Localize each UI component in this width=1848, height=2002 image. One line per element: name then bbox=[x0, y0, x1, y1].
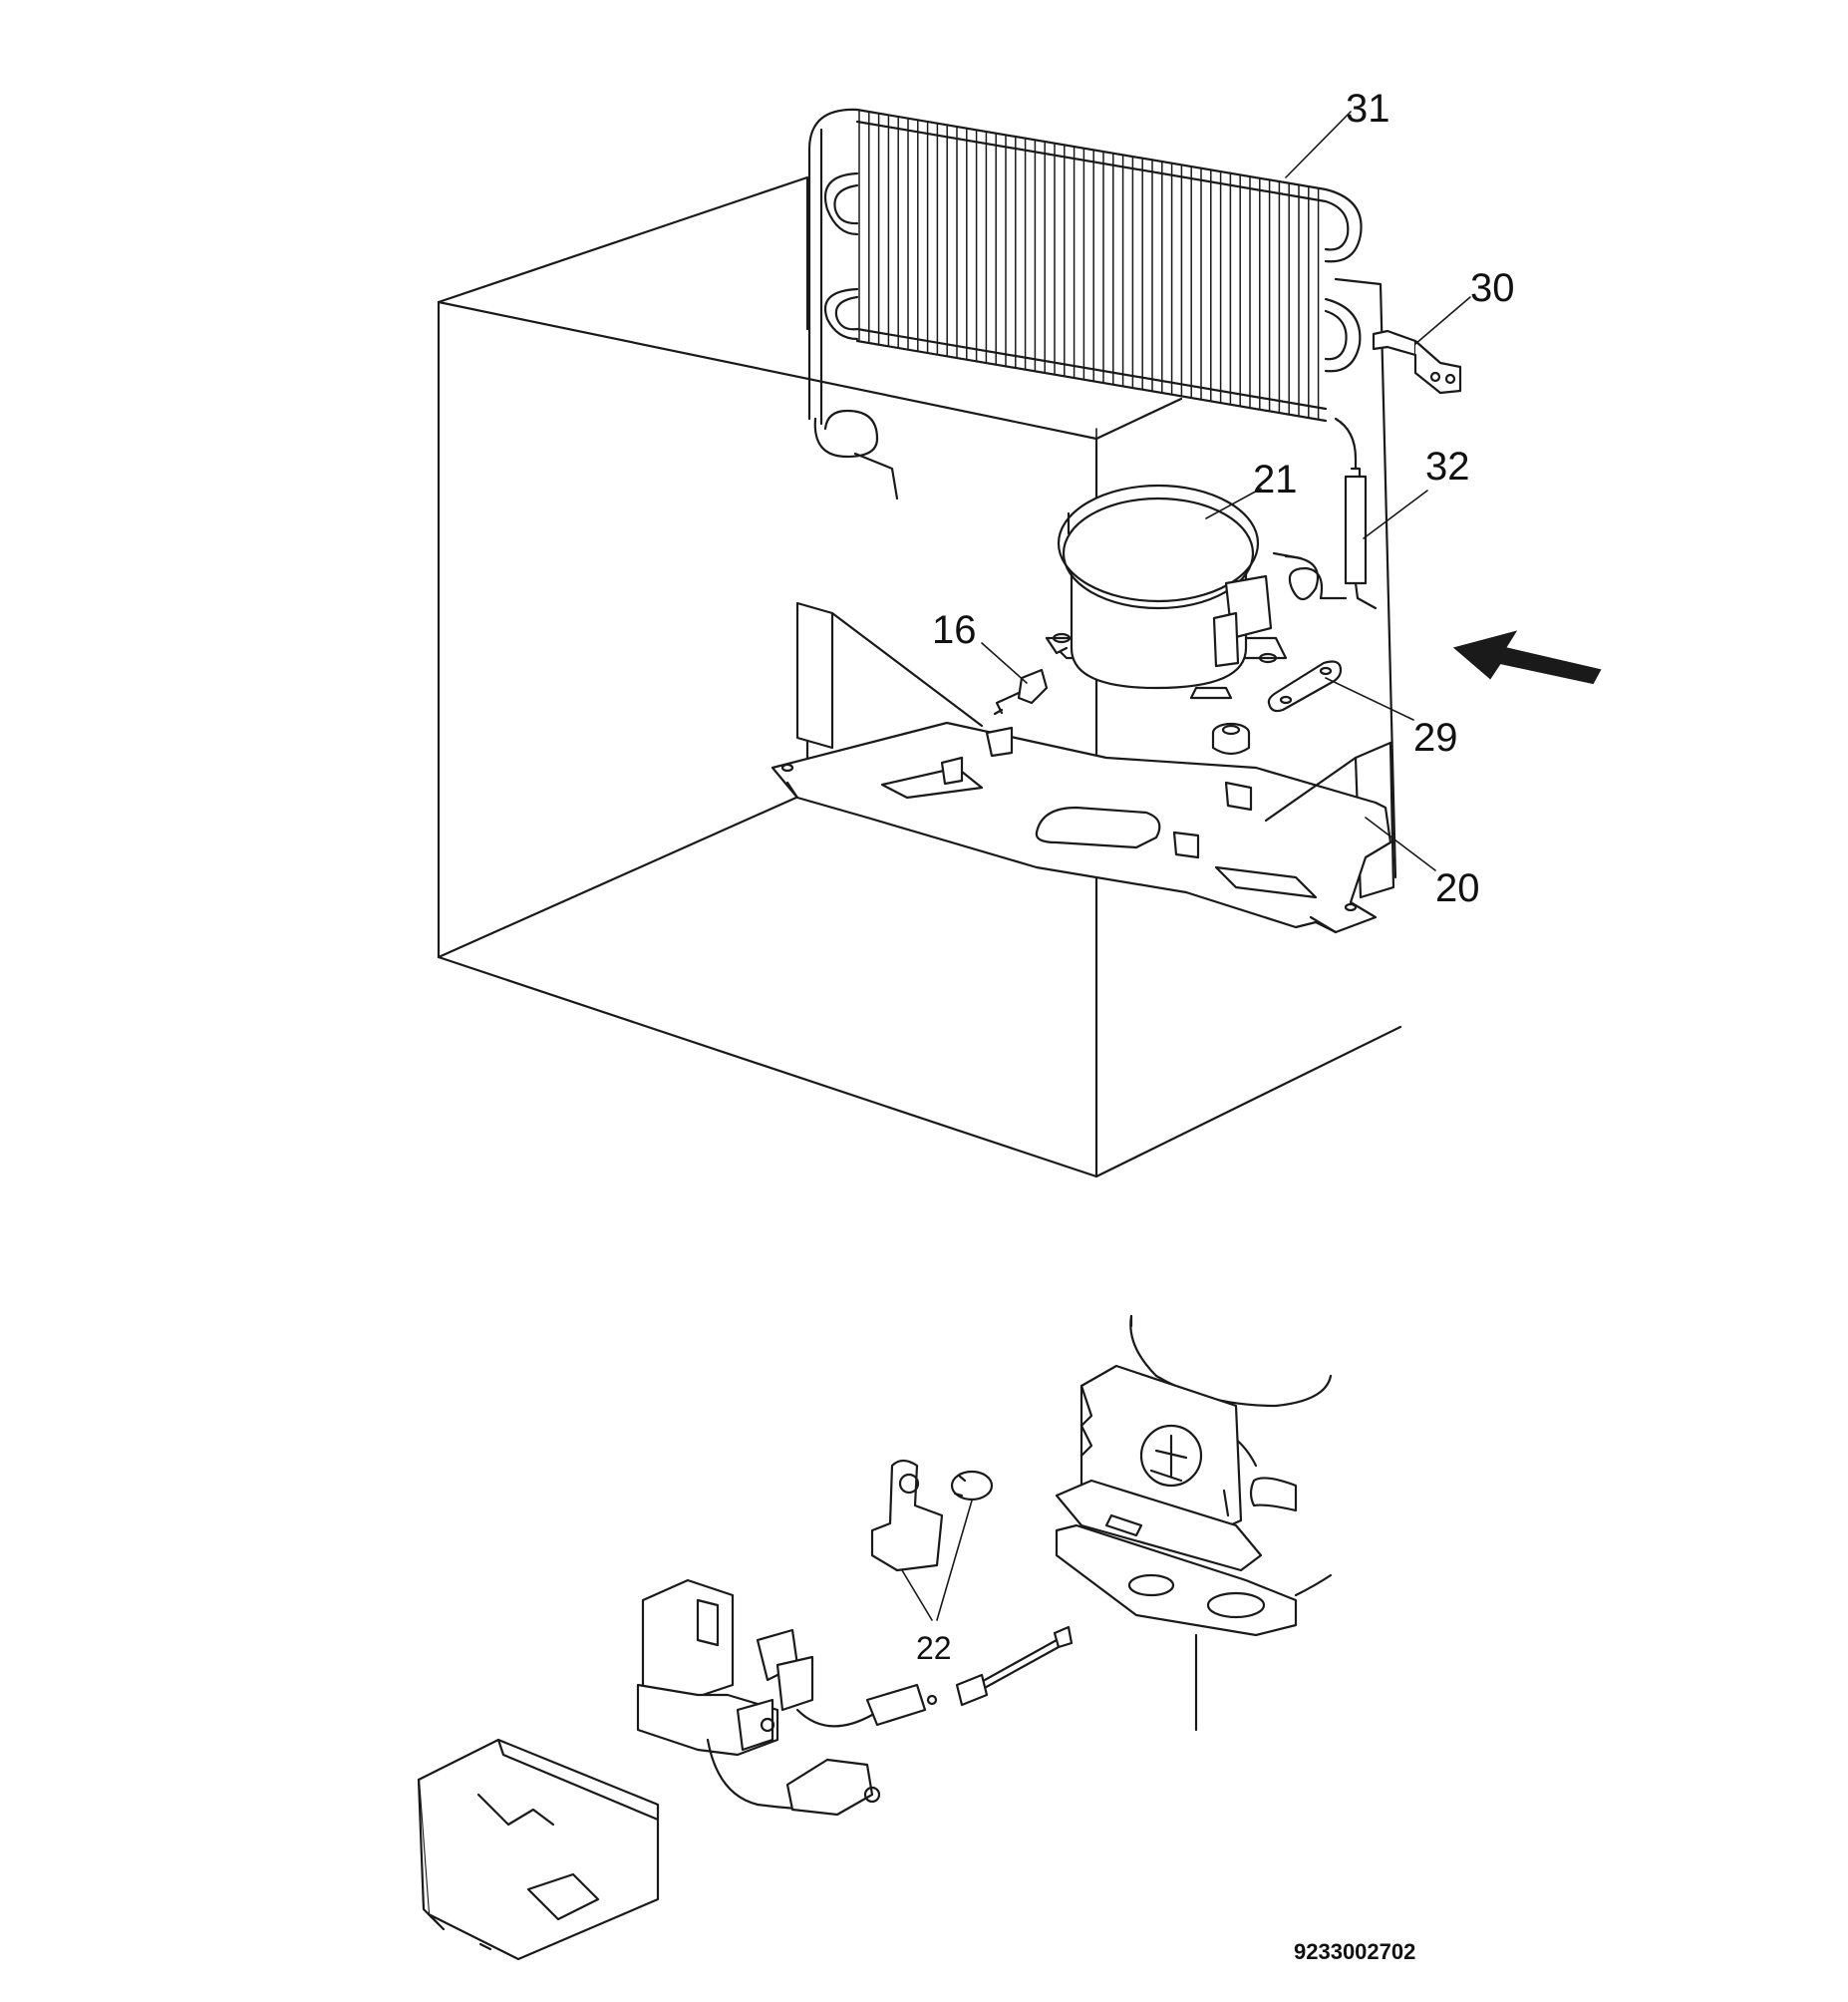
condenser-coil bbox=[807, 108, 1363, 500]
bracket-part bbox=[1372, 329, 1462, 395]
leader-lines-bottom bbox=[901, 1500, 973, 1621]
leader-lines-top bbox=[981, 111, 1471, 871]
overload-protector-part bbox=[870, 1459, 994, 1572]
link-plate-part bbox=[1267, 660, 1343, 713]
terminal-cover-part bbox=[417, 1738, 660, 1961]
direction-arrow bbox=[1452, 630, 1602, 685]
terminal-bracket-part bbox=[1055, 1364, 1298, 1637]
compressor-part bbox=[1045, 484, 1288, 700]
mounting-grommet bbox=[1211, 722, 1251, 756]
capacitor-part bbox=[706, 1738, 881, 1817]
base-frame-part bbox=[770, 601, 1395, 934]
callout-29: 29 bbox=[1413, 716, 1458, 760]
cabinet-outline bbox=[437, 175, 1402, 1178]
callout-20: 20 bbox=[1435, 866, 1480, 910]
screw-pin-part bbox=[993, 668, 1049, 716]
callout-21: 21 bbox=[1253, 458, 1298, 501]
callout-16: 16 bbox=[932, 608, 977, 652]
callout-31: 31 bbox=[1346, 87, 1390, 131]
starter-relay-assembly bbox=[636, 1578, 938, 1757]
callout-30: 30 bbox=[1470, 266, 1515, 310]
drawing-number: 9233002702 bbox=[1294, 1939, 1415, 1964]
callout-32: 32 bbox=[1425, 445, 1470, 489]
wire-lead-part bbox=[955, 1625, 1074, 1707]
callout-22: 22 bbox=[916, 1630, 952, 1666]
filter-drier-part bbox=[1272, 467, 1378, 610]
